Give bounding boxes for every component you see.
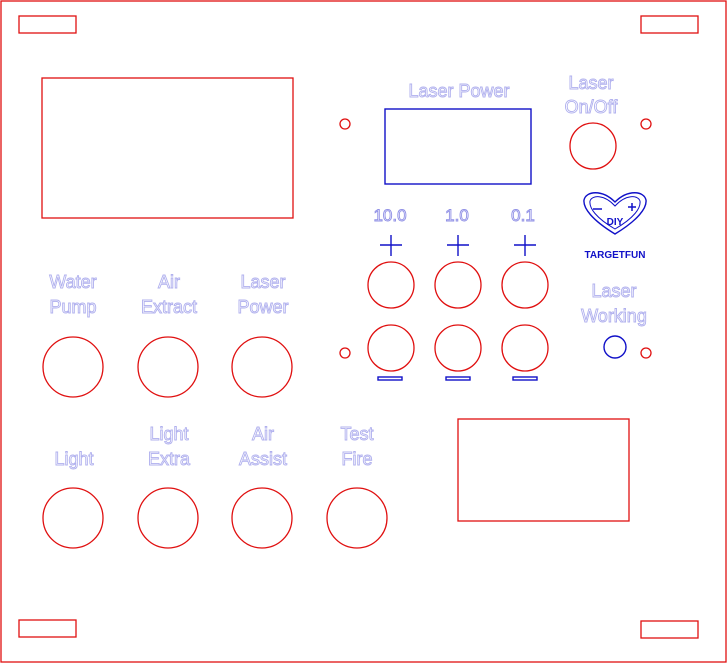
water-pump-label-line2: Pump xyxy=(49,297,96,317)
logo-brand-text: TARGETFUN xyxy=(585,250,646,261)
laser-working-led-hole xyxy=(603,335,627,359)
test-fire-label-line1: Test xyxy=(340,424,373,444)
mount-slot-top-right xyxy=(640,15,699,34)
test-fire-label-line2: Fire xyxy=(342,449,373,469)
step-label-1: 1.0 xyxy=(445,206,469,225)
laser-power-display xyxy=(384,108,532,185)
mount-slot-top-left xyxy=(18,15,77,34)
air-assist-switch-hole xyxy=(231,487,293,549)
light-extra-label-line2: Extra xyxy=(148,449,191,469)
plus-icon xyxy=(514,235,536,256)
light-switch-hole xyxy=(42,487,104,549)
increment-10-button-hole xyxy=(367,261,415,309)
screw-hole-upper-right xyxy=(640,118,652,130)
test-fire-button-hole xyxy=(326,487,388,549)
air-assist-label-line2: Assist xyxy=(239,449,287,469)
laser-power-top-label: Laser Power xyxy=(408,81,509,101)
increment-1-button-hole xyxy=(434,261,482,309)
laser-onoff-label-line1: Laser xyxy=(568,73,613,93)
minus-icon xyxy=(377,376,403,381)
decrement-1-button-hole xyxy=(434,324,482,372)
decrement-10-button-hole xyxy=(367,324,415,372)
laser-onoff-label-line2: On/Off xyxy=(565,97,619,117)
mount-slot-bottom-right xyxy=(640,620,699,639)
plus-icon xyxy=(380,235,402,256)
air-extract-label-line2: Extract xyxy=(141,297,197,317)
screw-hole-lower-left xyxy=(339,347,351,359)
water-pump-label-line1: Water xyxy=(49,272,96,292)
step-label-0-1: 0.1 xyxy=(511,206,535,225)
screw-hole-upper-left xyxy=(339,118,351,130)
main-display-cutout xyxy=(41,77,294,219)
diy-heart-logo: DIY xyxy=(583,192,647,235)
plus-icon xyxy=(447,235,469,256)
light-label: Light xyxy=(54,449,93,469)
increment-0-1-button-hole xyxy=(501,261,549,309)
light-extra-label-line1: Light xyxy=(149,424,188,444)
secondary-display-cutout xyxy=(457,418,630,522)
air-extract-switch-hole xyxy=(137,336,199,398)
laser-onoff-switch-hole xyxy=(569,122,617,170)
laser-working-label-line2: Working xyxy=(581,306,647,326)
air-extract-label-line1: Air xyxy=(158,272,180,292)
decrement-0-1-button-hole xyxy=(501,324,549,372)
minus-icon xyxy=(512,376,538,381)
minus-icon xyxy=(445,376,471,381)
laser-power-switch-hole xyxy=(231,336,293,398)
mount-slot-bottom-left xyxy=(18,619,77,638)
screw-hole-lower-right xyxy=(640,347,652,359)
step-label-10: 10.0 xyxy=(373,206,406,225)
air-assist-label-line1: Air xyxy=(252,424,274,444)
laser-power-switch-label-line2: Power xyxy=(237,297,288,317)
laser-working-label-line1: Laser xyxy=(591,281,636,301)
logo-badge-text: DIY xyxy=(607,217,624,228)
light-extra-switch-hole xyxy=(137,487,199,549)
laser-power-switch-label-line1: Laser xyxy=(240,272,285,292)
water-pump-switch-hole xyxy=(42,336,104,398)
